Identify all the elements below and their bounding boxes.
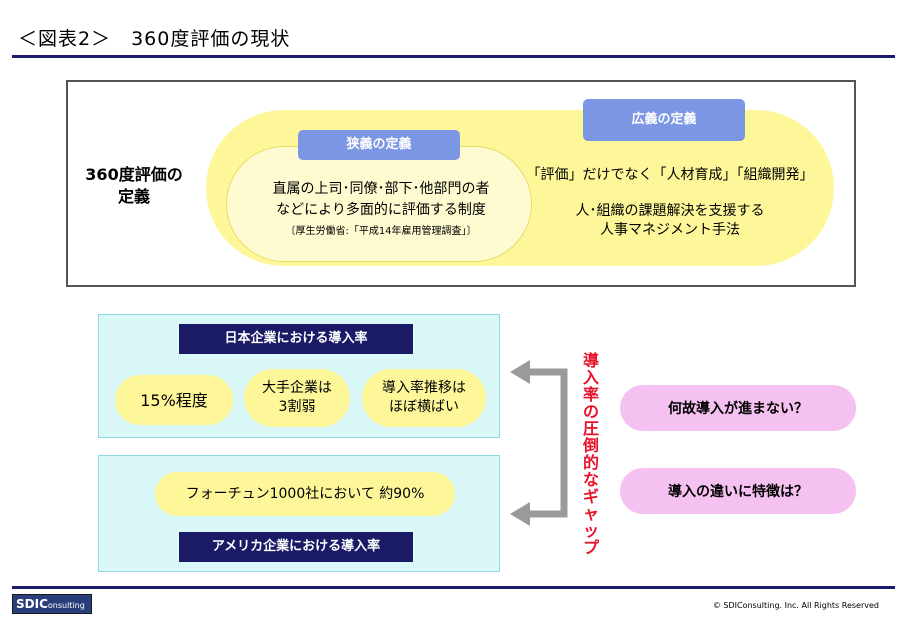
company-logo: SDIConsulting	[12, 594, 92, 614]
narrow-definition-pill	[226, 146, 532, 262]
japan-large-company-line1: 大手企業は	[262, 380, 332, 396]
narrow-definition-line2: などにより多面的に評価する制度	[276, 202, 486, 218]
narrow-definition-source: 〔厚生労働省:「平成14年雇用管理調査」〕	[285, 226, 477, 237]
definition-label-line1: 360度評価の	[85, 165, 183, 184]
usa-label: アメリカ企業における導入率	[179, 532, 413, 562]
usa-rate-pill: フォーチュン1000社において 約90%	[155, 472, 455, 516]
broad-definition-line2: 人･組織の課題解決を支援する	[575, 203, 765, 219]
footer-divider	[12, 586, 895, 589]
definition-label: 360度評価の 定義	[74, 164, 194, 208]
japan-trend-pill: 導入率推移は ほぼ横ばい	[362, 369, 486, 427]
japan-rate-pill: 15%程度	[115, 375, 233, 425]
gap-bracket-arrow	[510, 360, 568, 526]
title-divider	[12, 55, 895, 58]
japan-large-company-pill: 大手企業は 3割弱	[244, 369, 350, 427]
broad-definition-tag: 広義の定義	[583, 99, 745, 141]
logo-sub-text: onsulting	[47, 601, 85, 610]
copyright-text: © SDIConsulting. Inc. All Rights Reserve…	[712, 601, 879, 610]
japan-label: 日本企業における導入率	[179, 324, 413, 354]
gap-label: 導入率の圧倒的なギャップ	[582, 351, 599, 557]
definition-label-line2: 定義	[117, 187, 150, 206]
broad-definition-line1: 「評価」だけでなく「人材育成」「組織開発」	[526, 167, 814, 183]
question-difference-pill: 導入の違いに特徴は？	[620, 468, 856, 514]
broad-definition-line3: 人事マネジメント手法	[600, 222, 740, 238]
narrow-definition-text: 直属の上司･同僚･部下･他部門の者 などにより多面的に評価する制度	[236, 179, 526, 221]
japan-trend-line1: 導入率推移は	[382, 380, 466, 396]
logo-main-text: SDIC	[16, 597, 48, 611]
page-title: ＜図表2＞ 360度評価の現状	[18, 28, 291, 50]
japan-large-company-line2: 3割弱	[278, 399, 316, 415]
japan-trend-line2: ほぼ横ばい	[389, 399, 459, 415]
narrow-definition-tag: 狭義の定義	[298, 130, 460, 160]
narrow-definition-line1: 直属の上司･同僚･部下･他部門の者	[272, 181, 490, 197]
question-why-pill: 何故導入が進まない？	[620, 385, 856, 431]
broad-definition-text: 人･組織の課題解決を支援する 人事マネジメント手法	[520, 202, 820, 240]
